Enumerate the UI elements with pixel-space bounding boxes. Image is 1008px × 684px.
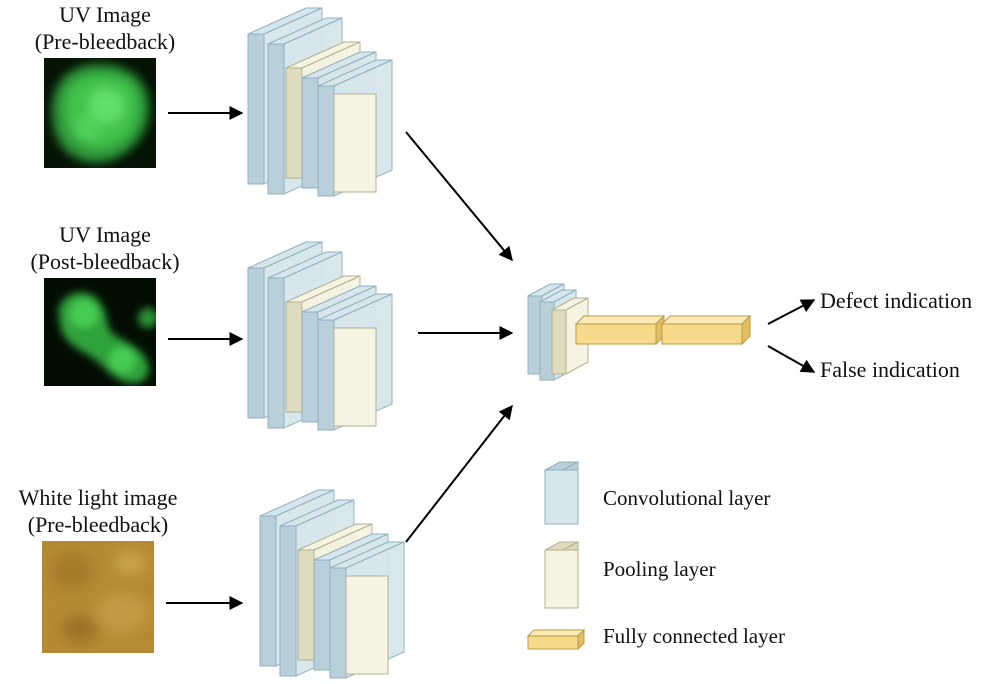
legend-pool-swatch-front <box>544 549 579 609</box>
stack3-conv-4-front <box>329 567 347 679</box>
uv-pre-bleedback-image <box>44 58 156 168</box>
stack2-conv-1-front <box>247 267 265 419</box>
stack3-conv-2-front <box>279 525 297 677</box>
fc1-front <box>575 323 657 345</box>
stack1-conv-1-front <box>247 33 265 185</box>
arrow-stack3-to-merge <box>405 404 513 543</box>
output-false-label: False indication <box>820 357 960 382</box>
legend-fc-swatch-top <box>526 629 586 637</box>
output-defect-label: Defect indication <box>820 288 973 313</box>
input-caption-uv-post: UV Image (Post-bleedback) <box>5 221 205 275</box>
fc2-front <box>661 323 743 345</box>
legend-conv-swatch-front <box>544 469 579 525</box>
stack2-conv-2-front <box>267 277 285 429</box>
arrow-stack1-to-merge <box>405 131 513 262</box>
layer-stack-3 <box>259 489 405 679</box>
input-caption-line2: (Post-bleedback) <box>30 249 180 274</box>
uv-post-bleedback-image <box>44 278 156 386</box>
stack3-pool-front-face <box>345 575 389 675</box>
layer-stack-1 <box>247 7 393 197</box>
white-light-image <box>42 541 154 653</box>
stack2-conv-3-front <box>301 311 319 423</box>
fully-connected-layer-2 <box>660 314 752 346</box>
stack3-pool-front <box>345 575 389 675</box>
stack3-conv-3-front <box>313 559 331 671</box>
merge-pool-3-front <box>551 309 567 375</box>
stack1-pool-front <box>333 93 377 193</box>
input-caption-uv-pre: UV Image (Pre-bleedback) <box>10 1 200 55</box>
input-caption-line1: UV Image <box>59 222 151 247</box>
stack2-conv-4-front <box>317 319 335 431</box>
legend-conv-label: Convolutional layer <box>603 486 771 510</box>
legend-conv-swatch <box>544 461 579 525</box>
fully-connected-layer-1 <box>574 314 666 346</box>
stack1-pool-1-front <box>285 67 303 179</box>
merged-conv-block <box>527 283 589 381</box>
stack3-conv-1-front <box>259 515 277 667</box>
legend-pool-label: Pooling layer <box>603 557 716 581</box>
legend-fc-label: Fully connected layer <box>603 624 785 648</box>
layer-stack-2 <box>247 241 393 431</box>
legend-fc-swatch <box>526 628 586 651</box>
stack1-conv-3-front <box>301 77 319 189</box>
input-caption-line2: (Pre-bleedback) <box>27 512 169 537</box>
legend-pool-swatch <box>544 541 579 609</box>
input-caption-line1: White light image <box>18 485 178 510</box>
stack1-pool-front-face <box>333 93 377 193</box>
stack1-conv-2-front <box>267 43 285 195</box>
stack2-pool-front <box>333 327 377 427</box>
fc2-top <box>660 315 752 325</box>
input-caption-white-light: White light image (Pre-bleedback) <box>0 484 196 538</box>
stack2-pool-front-face <box>333 327 377 427</box>
fc1-top <box>574 315 666 325</box>
arrow-to-false <box>767 345 816 373</box>
stack1-conv-4-front <box>317 85 335 197</box>
legend-fc-swatch-front <box>527 635 579 650</box>
stack3-pool-1-front <box>297 549 315 661</box>
input-caption-line2: (Pre-bleedback) <box>34 29 176 54</box>
input-caption-line1: UV Image <box>59 2 151 27</box>
arrow-to-defect <box>767 299 816 325</box>
stack2-pool-1-front <box>285 301 303 413</box>
